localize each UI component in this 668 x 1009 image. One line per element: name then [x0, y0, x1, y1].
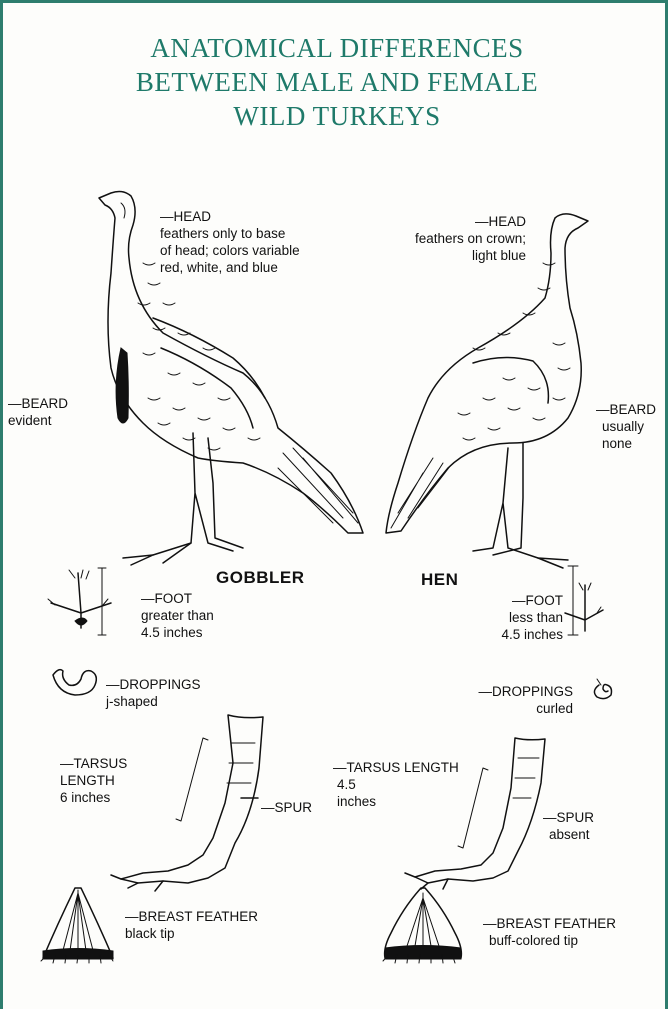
hen-name: HEN — [421, 570, 458, 590]
hen-breast-title: —BREAST FEATHER — [483, 915, 616, 932]
hen-head-line1: feathers on crown; — [383, 230, 526, 247]
hen-illustration — [386, 214, 588, 568]
gobbler-foot-title: —FOOT — [141, 590, 214, 607]
gobbler-spur-title: —SPUR — [261, 799, 312, 816]
hen-breast-feather-icon — [383, 888, 461, 963]
gobbler-spur-label: —SPUR — [261, 799, 312, 816]
gobbler-beard-line1: evident — [8, 412, 68, 429]
hen-beard-line1: usually — [596, 418, 656, 435]
gobbler-tarsus-line3: 6 inches — [60, 789, 127, 806]
hen-droppings-icon — [594, 679, 611, 699]
hen-foot-line1: less than — [465, 609, 563, 626]
gobbler-head-title: —HEAD — [160, 208, 300, 225]
gobbler-tarsus-illustration — [111, 715, 263, 891]
hen-tarsus-line1: —TARSUS LENGTH — [333, 759, 459, 776]
gobbler-name: GOBBLER — [216, 568, 305, 588]
gobbler-head-label: —HEAD feathers only to base of head; col… — [160, 208, 300, 276]
gobbler-breast-title: —BREAST FEATHER — [125, 908, 258, 925]
hen-spur-line1: absent — [543, 826, 594, 843]
gobbler-beard-label: —BEARD evident — [8, 395, 68, 429]
gobbler-droppings-label: —DROPPINGS j-shaped — [106, 676, 201, 710]
gobbler-foot-line2: 4.5 inches — [141, 624, 214, 641]
hen-breast-label: —BREAST FEATHER buff-colored tip — [483, 915, 616, 949]
gobbler-head-line3: red, white, and blue — [160, 259, 300, 276]
gobbler-beard-title: —BEARD — [8, 395, 68, 412]
gobbler-foot-label: —FOOT greater than 4.5 inches — [141, 590, 214, 641]
hen-foot-label: —FOOT less than 4.5 inches — [465, 592, 563, 643]
gobbler-head-line2: of head; colors variable — [160, 242, 300, 259]
hen-foot-track — [565, 566, 603, 635]
hen-breast-line1: buff-colored tip — [483, 932, 616, 949]
gobbler-foot-track — [48, 568, 111, 635]
hen-beard-title: —BEARD — [596, 401, 656, 418]
gobbler-head-line1: feathers only to base — [160, 225, 300, 242]
hen-head-title: —HEAD — [383, 213, 526, 230]
illustration-layer — [3, 3, 665, 1009]
hen-droppings-title: —DROPPINGS — [461, 683, 573, 700]
hen-head-label: —HEAD feathers on crown; light blue — [383, 213, 526, 264]
hen-spur-label: —SPUR absent — [543, 809, 594, 843]
gobbler-foot-line1: greater than — [141, 607, 214, 624]
hen-tarsus-label: —TARSUS LENGTH 4.5 inches — [333, 759, 459, 810]
gobbler-tarsus-line1: —TARSUS — [60, 755, 127, 772]
gobbler-droppings-line1: j-shaped — [106, 693, 201, 710]
hen-tarsus-line2: 4.5 — [333, 776, 459, 793]
hen-spur-title: —SPUR — [543, 809, 594, 826]
hen-head-line2: light blue — [383, 247, 526, 264]
gobbler-droppings-title: —DROPPINGS — [106, 676, 201, 693]
gobbler-breast-label: —BREAST FEATHER black tip — [125, 908, 258, 942]
hen-beard-label: —BEARD usually none — [596, 401, 656, 452]
gobbler-droppings-icon — [53, 670, 96, 695]
gobbler-breast-line1: black tip — [125, 925, 258, 942]
gobbler-tarsus-label: —TARSUS LENGTH 6 inches — [60, 755, 127, 806]
hen-beard-line2: none — [596, 435, 656, 452]
hen-tarsus-line3: inches — [333, 793, 459, 810]
hen-foot-title: —FOOT — [465, 592, 563, 609]
gobbler-tarsus-line2: LENGTH — [60, 772, 127, 789]
hen-foot-line2: 4.5 inches — [465, 626, 563, 643]
hen-droppings-line1: curled — [461, 700, 573, 717]
hen-droppings-label: —DROPPINGS curled — [461, 683, 573, 717]
gobbler-breast-feather-icon — [41, 888, 113, 963]
